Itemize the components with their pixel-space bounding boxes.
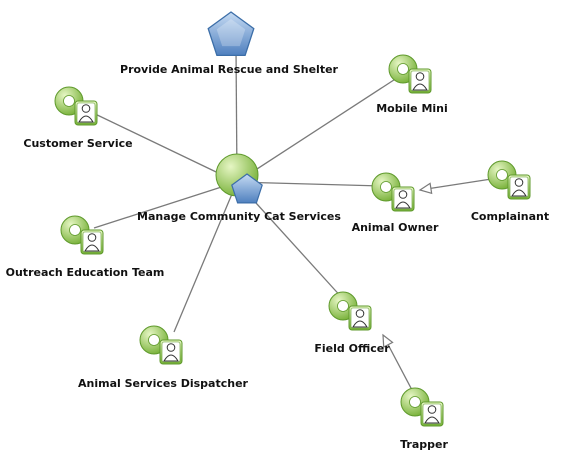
node-field[interactable]: Field Officer: [314, 291, 390, 355]
role-icon: [388, 54, 432, 94]
role-icon: [487, 160, 531, 200]
arrowhead-trapper-field: [382, 333, 394, 349]
node-label: Complainant: [471, 210, 549, 223]
role-icon: [371, 172, 415, 212]
role-icon: [400, 387, 444, 427]
node-label: Customer Service: [23, 137, 132, 150]
edge-complainant-owner: [419, 177, 499, 191]
node-label: Animal Owner: [352, 221, 439, 234]
node-label: Mobile Mini: [376, 102, 448, 115]
node-center[interactable]: Manage Community Cat Services: [137, 153, 341, 223]
node-label: Outreach Education Team: [6, 266, 165, 279]
role-icon: [60, 215, 104, 255]
node-label: Provide Animal Rescue and Shelter: [120, 63, 339, 76]
node-label: Trapper: [400, 438, 448, 451]
edge-center-owner: [236, 181, 383, 187]
node-trapper[interactable]: Trapper: [400, 387, 448, 451]
role-icon: [54, 86, 98, 126]
edge-center-dispatcher: [173, 181, 238, 333]
node-mobile[interactable]: Mobile Mini: [376, 54, 448, 115]
node-label: Field Officer: [314, 342, 390, 355]
node-provide[interactable]: Provide Animal Rescue and Shelter: [120, 11, 339, 76]
node-owner[interactable]: Animal Owner: [352, 172, 439, 234]
role-icon: [328, 291, 372, 331]
edge-center-customer: [90, 111, 238, 183]
role-icon: [139, 325, 183, 365]
edge-center-outreach: [93, 181, 238, 229]
node-complainant[interactable]: Complainant: [471, 160, 549, 223]
node-label: Animal Services Dispatcher: [78, 377, 249, 390]
edge-center-mobile: [236, 75, 401, 183]
node-dispatcher[interactable]: Animal Services Dispatcher: [78, 325, 249, 390]
process-goal-icon: [215, 153, 263, 204]
node-customer[interactable]: Customer Service: [23, 86, 133, 150]
node-label: Manage Community Cat Services: [137, 210, 341, 223]
arrowhead-complainant-owner: [418, 182, 433, 195]
pentagon-goal-icon: [207, 11, 255, 57]
node-outreach[interactable]: Outreach Education Team: [6, 215, 165, 279]
